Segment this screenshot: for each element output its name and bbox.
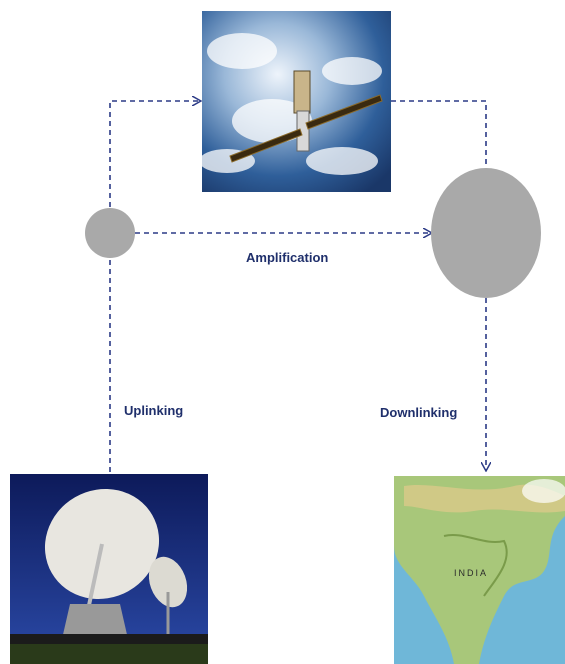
uplink-node [85,208,135,258]
downlinking-label: Downlinking [380,405,458,420]
satellite-photo [202,11,391,192]
ground-station-photo [10,474,208,664]
uplinking-label: Uplinking [124,403,184,418]
map-country-text: INDIA [454,568,488,578]
from-satellite-line [391,100,487,168]
amplification-label: Amplification [246,250,329,265]
to-satellite-line [109,101,200,207]
downlink-node [431,168,541,298]
india-map-photo: INDIA [394,476,565,664]
